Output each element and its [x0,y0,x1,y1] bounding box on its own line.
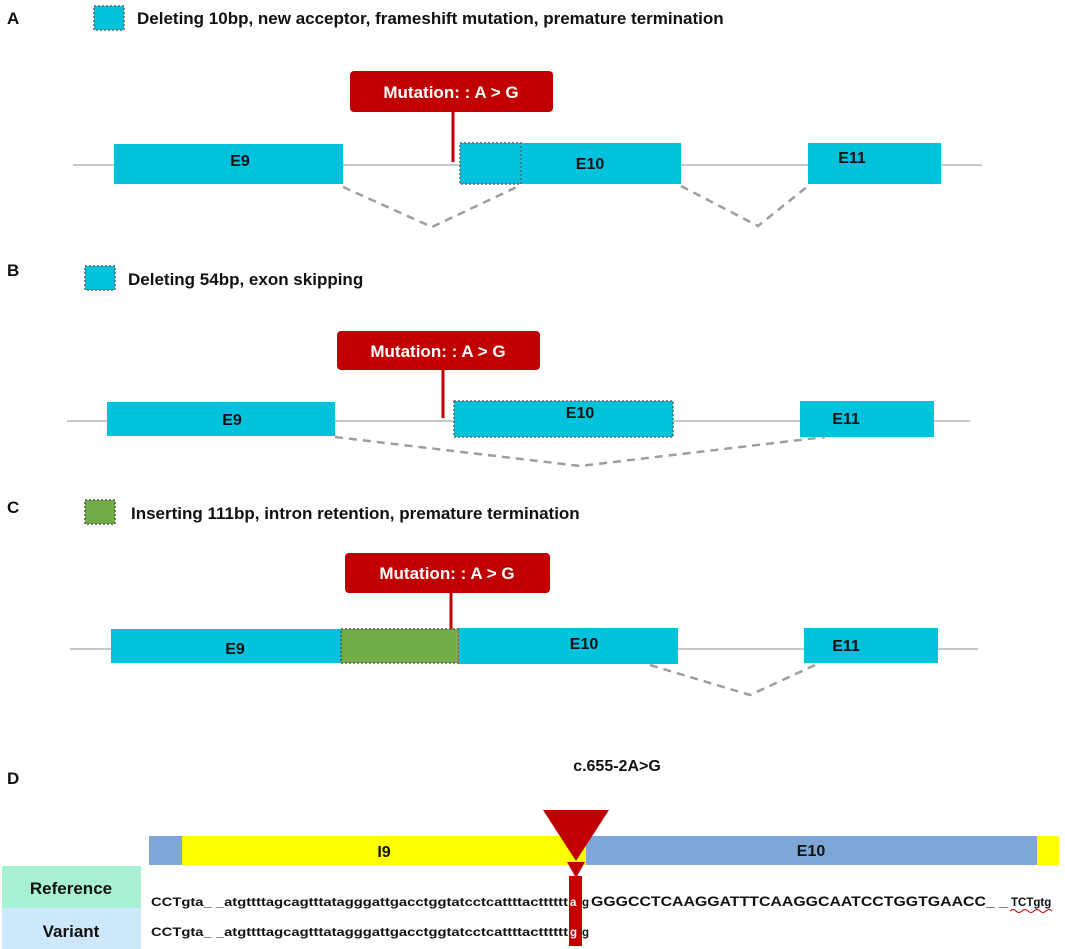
variant-row-label: Variant [43,922,100,941]
spellcheck-underline [1009,909,1053,913]
exon-e9-label-c: E9 [225,641,245,658]
legend-swatch-insertion [84,499,116,525]
exon-e9-b [107,402,335,436]
panel-b: B Deleting 54bp, exon skipping Mutation:… [7,261,970,468]
exon-e11-label-b: E11 [832,411,860,428]
reference-suffix-sequence: TCTgtg [1011,897,1051,909]
splice-junction-c [649,663,816,697]
exon-e10-label-c: E10 [570,636,599,653]
intron-i9-label: I9 [377,844,390,861]
mutation-site-marker-tip [567,862,585,878]
legend-swatch-deletion [93,5,125,31]
reference-exon-sequence: GGGCCTCAAGGATTTCAAGGCAATCCTGGTGAACC_ _ [591,894,1009,909]
splice-junction-a2 [680,184,809,228]
exon-e10-bar-label: E10 [797,843,826,860]
exon-e9-label-a: E9 [230,153,250,170]
exon-e10-label-a: E10 [576,156,605,173]
reference-intron-sequence: CCTgta_ _atgttttagcagtttatagggattgacctgg… [151,897,568,909]
hgvs-label: c.655-2A>G [573,758,661,775]
mutation-label-a: Mutation: : A > G [383,83,518,102]
mutation-label-box-a [350,71,553,112]
exon-e11-label-c: E11 [832,638,860,655]
legend-swatch-skipping [84,265,116,291]
panel-d: D c.655-2A>G I9 E10 Reference Variant CC… [2,758,1059,949]
variant-mutated-base: g [570,927,577,939]
panel-letter-c: C [7,498,19,517]
exon-e11-b [800,401,934,437]
splice-junction-a1 [342,183,522,229]
exon-e11-a [808,143,941,184]
exon-e11-label-a: E11 [838,150,866,167]
exon-e10-skipped-b [453,400,674,438]
exon9-end-segment [149,836,182,865]
legend-text-b: Deleting 54bp, exon skipping [128,270,363,289]
exon-e9-c [111,629,341,663]
mutation-label-box-b [337,331,540,370]
exon-e10-c [459,628,678,664]
mutation-site-marker [543,810,609,861]
panel-c: C Inserting 111bp, intron retention, pre… [7,498,978,697]
intron-i9-segment [182,836,586,865]
exon-e9-label-b: E9 [222,412,242,429]
variant-after-base: g [582,927,589,939]
panel-letter-b: B [7,261,19,280]
exon-e11-c [804,628,938,663]
variant-row-label-bg [2,908,141,949]
intron-i10-segment [1037,836,1059,865]
reference-after-base: g [582,897,589,909]
reference-mutated-base: a [570,897,577,909]
legend-text-c: Inserting 111bp, intron retention, prema… [131,504,580,523]
panel-letter-d: D [7,769,19,788]
mutation-base-column [569,876,582,946]
exon-e10-label-b: E10 [566,405,595,422]
mutation-label-c: Mutation: : A > G [379,564,514,583]
mutation-label-box-c [345,553,550,593]
panel-letter-a: A [7,9,19,28]
reference-row-label: Reference [30,879,112,898]
mutation-label-b: Mutation: : A > G [370,342,505,361]
panel-a: A Deleting 10bp, new acceptor, frameshif… [7,5,982,229]
exon-e10-segment [586,836,1037,865]
exon-e9-a [114,144,343,184]
retained-intron-c [340,628,460,664]
splice-junction-b [334,435,826,468]
reference-row-label-bg [2,866,141,908]
deleted-region-a [459,142,522,185]
variant-intron-sequence: CCTgta_ _atgttttagcagtttatagggattgacctgg… [151,927,568,939]
legend-text-a: Deleting 10bp, new acceptor, frameshift … [137,9,724,28]
